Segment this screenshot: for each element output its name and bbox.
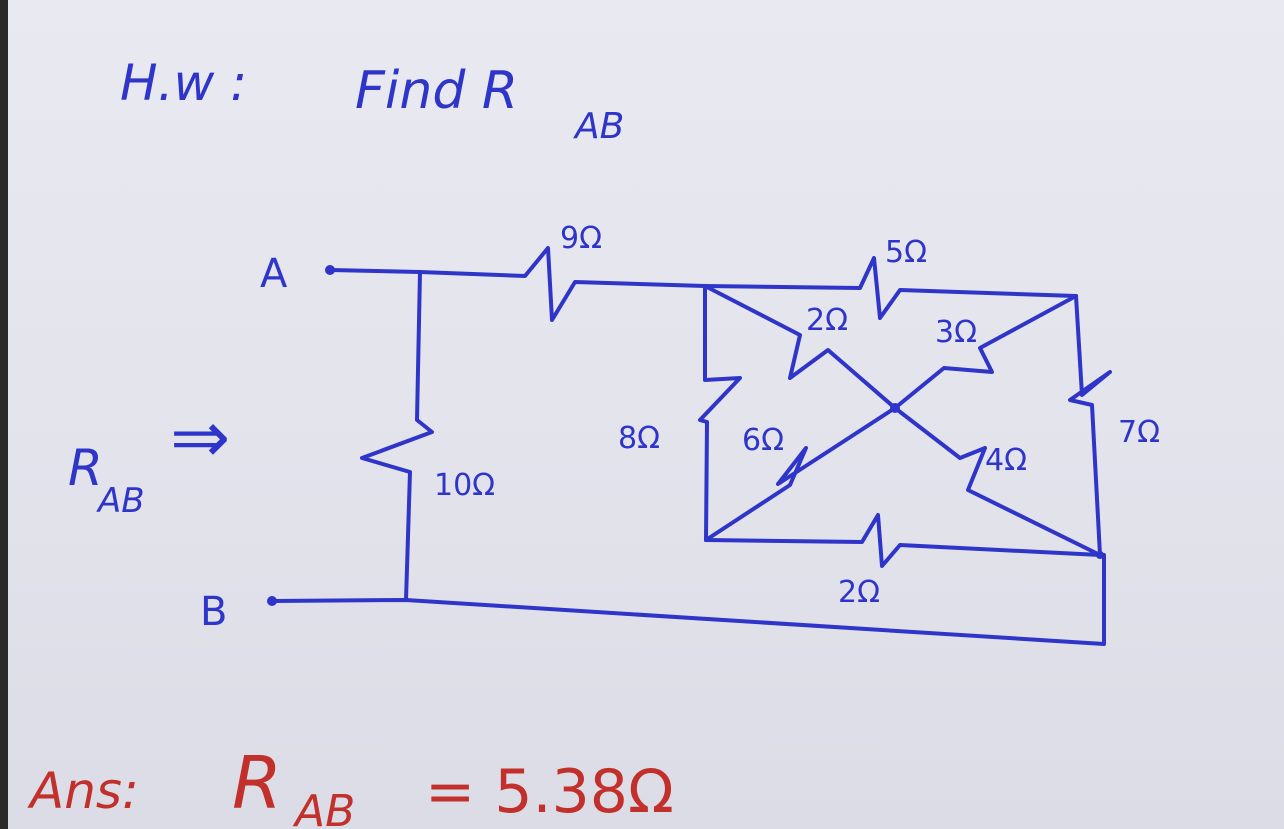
node-b-label: B (200, 589, 227, 635)
wire-a-to-junction (328, 268, 422, 274)
label-r6: 6Ω (742, 423, 784, 458)
label-r2-lower: 2Ω (838, 575, 880, 610)
resistor-3-zigzag (893, 294, 1078, 410)
resistor-labels: 9Ω 10Ω 5Ω 2Ω 3Ω 8Ω 6Ω 4Ω 7Ω 2Ω (434, 221, 1160, 610)
label-r4: 4Ω (985, 443, 1027, 478)
center-node (890, 403, 900, 413)
rab-label: R (68, 439, 103, 497)
bottom-right-node (1096, 551, 1104, 559)
resistor-2-lower-zigzag (704, 513, 1102, 568)
label-r2-upper: 2Ω (806, 303, 848, 338)
answer-prefix: Ans: (27, 762, 139, 820)
resistor-2-upper-zigzag (703, 284, 897, 410)
title-text: Find R (355, 61, 518, 121)
node-a-label: A (260, 251, 288, 297)
paper-left-edge (0, 0, 8, 829)
resistor-7-zigzag (1068, 294, 1112, 557)
rab-arrow-group: R AB ⇒ (68, 395, 230, 521)
title-subscript: AB (573, 106, 624, 147)
resistor-8-zigzag (698, 284, 742, 542)
resistor-4-zigzag (893, 406, 1102, 557)
label-r3: 3Ω (935, 315, 977, 350)
wires (270, 246, 1112, 646)
label-r7: 7Ω (1118, 415, 1160, 450)
label-r8: 8Ω (618, 421, 660, 456)
answer: Ans: R AB = 5.38Ω (27, 741, 674, 829)
label-r10: 10Ω (434, 468, 495, 503)
rab-arrow-icon: ⇒ (170, 395, 230, 479)
wire-bottom-return (270, 553, 1106, 646)
label-r9: 9Ω (560, 221, 602, 256)
resistor-5-zigzag (703, 256, 1078, 320)
title-prefix: H.w : (120, 54, 247, 112)
answer-subscript: AB (292, 786, 355, 829)
answer-label: R (232, 741, 282, 825)
resistor-10-zigzag (360, 270, 434, 602)
answer-value: = 5.38Ω (425, 757, 674, 827)
label-r5: 5Ω (885, 235, 927, 270)
resistor-6-zigzag (704, 406, 897, 542)
resistor-9-zigzag (418, 246, 707, 322)
rab-subscript: AB (96, 481, 145, 521)
title: H.w : Find R AB (120, 54, 624, 147)
